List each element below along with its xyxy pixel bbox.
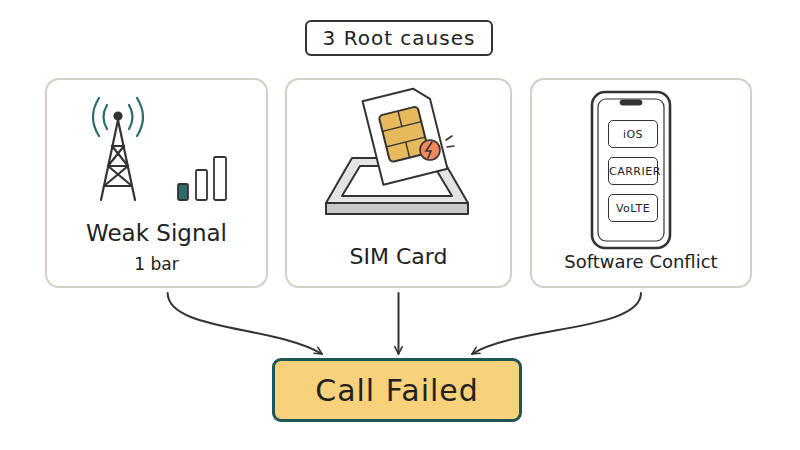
sim-card (363, 85, 448, 184)
node-label: VoLTE (609, 202, 657, 215)
fault-badge (420, 136, 454, 160)
radio-waves (93, 98, 143, 136)
connector-arrow (472, 293, 641, 354)
software-layer-box: VoLTE (608, 194, 658, 222)
title-box: 3 Root causes (305, 20, 494, 56)
result-box: Call Failed (272, 358, 522, 422)
node-label: Weak Signal (47, 220, 266, 246)
signal-bars (178, 157, 226, 200)
cause-panel: Software Conflict iOS CARRIER VoLTE (530, 78, 752, 288)
node-label: CARRIER (609, 165, 657, 178)
connector-arrow (168, 293, 322, 354)
software-layer-box: CARRIER (608, 157, 658, 185)
node-sublabel: 1 bar (47, 254, 266, 274)
cause-panel: SIM Card (285, 78, 512, 288)
software-layer-box: iOS (608, 120, 658, 148)
node-label: Call Failed (315, 373, 479, 408)
phone (592, 92, 670, 248)
title-text: 3 Root causes (323, 26, 476, 50)
node-label: Software Conflict (532, 251, 750, 272)
cause-panel: Weak Signal 1 bar (45, 78, 268, 288)
connector-arrow (398, 293, 400, 354)
node-label: iOS (609, 128, 657, 141)
node-label: SIM Card (287, 244, 510, 269)
